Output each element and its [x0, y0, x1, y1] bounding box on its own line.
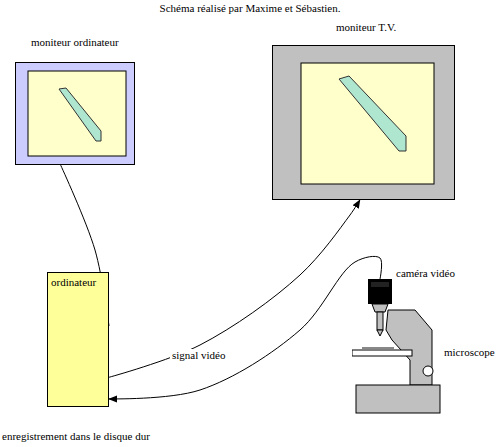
- node-label: moniteur T.V.: [336, 21, 396, 34]
- note: enregistrement dans le disque dur: [2, 430, 150, 443]
- computer-monitor: moniteur ordinateur: [15, 62, 135, 165]
- microscope-drawing: [352, 303, 442, 415]
- edge-label: signal vidéo: [170, 349, 227, 362]
- node-label: microscope: [444, 346, 495, 359]
- camera-body: [369, 280, 391, 303]
- microscope: microscope: [352, 303, 442, 415]
- node-label: caméra vidéo: [396, 267, 455, 280]
- node-label: ordinateur: [48, 273, 108, 292]
- computer-box: ordinateur: [47, 272, 109, 407]
- cable: [109, 256, 382, 399]
- screen: [273, 46, 454, 199]
- tv-monitor: moniteur T.V.: [272, 45, 455, 200]
- screen: [16, 63, 134, 164]
- title: Schéma réalisé par Maxime et Sébastien.: [0, 2, 500, 15]
- cable: [109, 200, 360, 377]
- video-camera: caméra vidéo: [368, 279, 392, 304]
- node-label: moniteur ordinateur: [31, 36, 119, 49]
